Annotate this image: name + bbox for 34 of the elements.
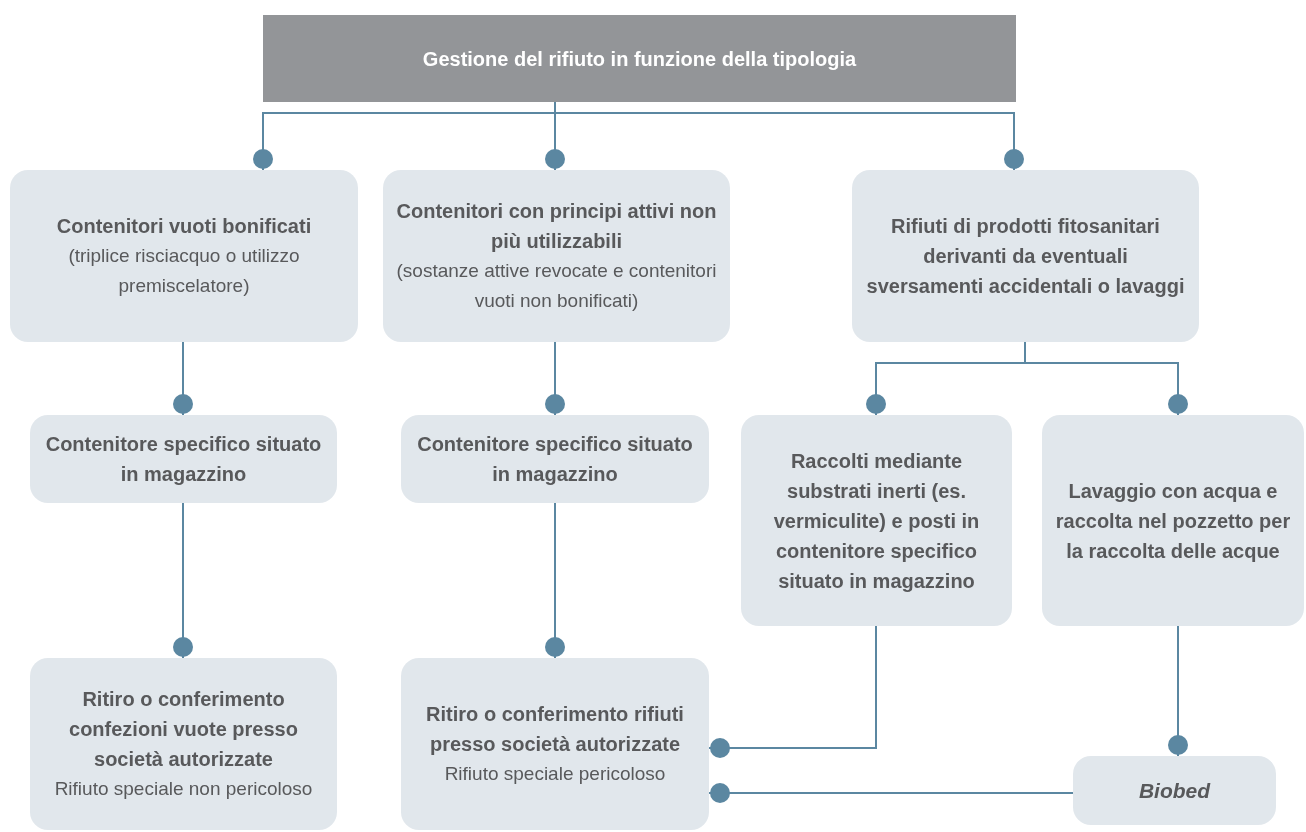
connector-line: [708, 783, 1074, 803]
connector-line: [1168, 625, 1188, 757]
box-note: Rifiuto speciale pericoloso: [444, 762, 666, 786]
box-note: Rifiuto speciale non pericoloso: [54, 777, 313, 801]
connector-line: [708, 625, 877, 758]
box-heading: Ritiro o conferimento rifiuti presso società autorizzate: [425, 702, 685, 757]
box-heading: Raccolti mediante substrati inerti (es. vermiculite) e posti in contenitore specifico situato in magazzino: [772, 448, 981, 594]
connector-line: [173, 341, 193, 416]
connector-line: [545, 502, 565, 659]
box-note: (triplice risciacquo o utilizzo premiscelatore): [67, 244, 301, 298]
connector-line: [1024, 341, 1188, 416]
process-box: [30, 658, 337, 830]
box-heading: Contenitori con principi attivi non più utilizzabili: [395, 199, 718, 254]
process-box: [30, 415, 337, 503]
process-box: [741, 415, 1012, 626]
connector-line: [545, 341, 565, 416]
box-heading: Lavaggio con acqua e raccolta nel pozzetto per la raccolta delle acque: [1054, 478, 1292, 564]
box-heading: Rifiuti di prodotti fitosanitari derivanti da eventuali sversamenti accidentali o lavaggi: [865, 214, 1186, 299]
box-heading: Ritiro o conferimento confezioni vuote presso società autorizzate: [68, 687, 299, 772]
box-heading: Biobed: [1138, 777, 1211, 804]
process-box: [401, 658, 709, 830]
process-box: [383, 170, 730, 342]
box-note: (sostanze attive revocate e contenitori vuoti non bonificati): [395, 259, 718, 313]
process-box: [852, 170, 1199, 342]
box-heading: Contenitore specifico situato in magazzino: [44, 432, 323, 487]
title-box: [263, 15, 1016, 102]
process-box: [401, 415, 709, 503]
box-heading: Contenitori vuoti bonificati: [56, 214, 312, 239]
process-box: [1073, 756, 1276, 825]
connector-line: [173, 502, 193, 659]
process-box: [10, 170, 358, 342]
box-heading: Gestione del rifiuto in funzione della tipologia: [422, 46, 857, 72]
box-heading: Contenitore specifico situato in magazzino: [416, 432, 694, 487]
process-box: [1042, 415, 1304, 626]
